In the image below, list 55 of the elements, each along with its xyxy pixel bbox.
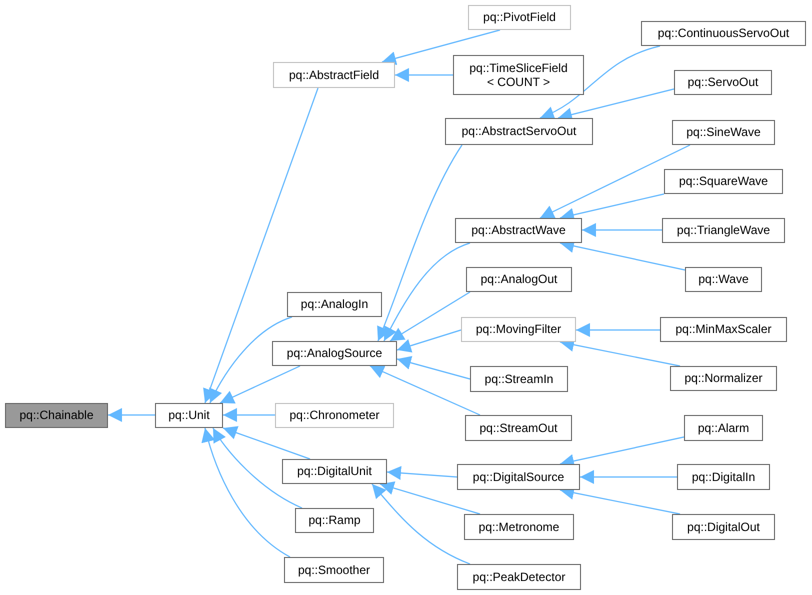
inheritance-arrow	[372, 484, 470, 565]
inheritance-arrow	[209, 316, 292, 404]
class-box: pq::Normalizer	[670, 366, 777, 391]
class-box: pq::MovingFilter	[461, 317, 576, 342]
class-box: pq::AnalogIn	[287, 292, 382, 317]
inheritance-arrow	[223, 408, 275, 422]
inheritance-arrow	[222, 426, 310, 460]
class-box: pq::AbstractServoOut	[445, 118, 593, 145]
class-box: pq::StreamIn	[470, 366, 568, 392]
class-box: pq::AbstractField	[273, 62, 395, 88]
class-box: pq::PeakDetector	[457, 564, 581, 590]
class-box: pq::ContinuousServoOut	[641, 21, 806, 46]
class-box: pq::PivotField	[468, 5, 571, 30]
class-box: pq::Chainable	[5, 403, 108, 428]
inheritance-arrow	[382, 29, 500, 66]
class-box: pq::TriangleWave	[662, 218, 785, 243]
inheritance-arrow	[202, 428, 290, 558]
inheritance-arrow	[540, 45, 660, 120]
class-box: pq::ServoOut	[674, 70, 772, 95]
inheritance-arrow	[396, 356, 470, 380]
class-box: pq::Unit	[155, 403, 223, 428]
inheritance-arrow	[108, 408, 155, 422]
class-box: pq::Smoother	[284, 557, 384, 583]
class-box: pq::DigitalIn	[677, 464, 770, 490]
inheritance-arrow	[576, 323, 660, 337]
class-box: pq::Wave	[685, 267, 762, 292]
inheritance-arrow	[396, 329, 462, 352]
class-box: pq::Ramp	[295, 508, 374, 533]
inheritance-arrow	[370, 365, 480, 416]
class-box: pq::SquareWave	[664, 169, 783, 194]
class-box: pq::DigitalSource	[457, 464, 580, 490]
class-box: pq::AnalogOut	[466, 267, 572, 292]
inheritance-arrow	[580, 470, 677, 484]
inheritance-arrow	[395, 68, 453, 82]
class-box: pq::Alarm	[684, 415, 763, 441]
inheritance-arrow	[212, 428, 302, 509]
class-box: pq::AbstractWave	[455, 218, 582, 243]
inheritance-arrow	[380, 481, 480, 515]
class-box: pq::DigitalUnit	[282, 459, 387, 484]
inheritance-arrow	[390, 291, 470, 342]
class-box: pq::DigitalOut	[672, 514, 775, 540]
class-box: pq::Chronometer	[275, 403, 394, 428]
inheritance-arrow	[203, 88, 319, 404]
class-box: pq::Metronome	[464, 514, 574, 540]
inheritance-arrow	[220, 365, 300, 404]
inheritance-arrow	[383, 242, 470, 342]
class-box: pq::MinMaxScaler	[660, 317, 787, 342]
inheritance-arrow	[376, 144, 462, 342]
inheritance-arrow	[540, 144, 690, 219]
inheritance-arrow	[386, 466, 458, 480]
class-box: pq::SineWave	[672, 120, 775, 145]
inheritance-arrow	[582, 223, 662, 237]
class-box: pq::StreamOut	[465, 415, 572, 441]
class-box: pq::AnalogSource	[272, 341, 397, 366]
class-box: pq::TimeSliceField < COUNT >	[453, 55, 584, 95]
